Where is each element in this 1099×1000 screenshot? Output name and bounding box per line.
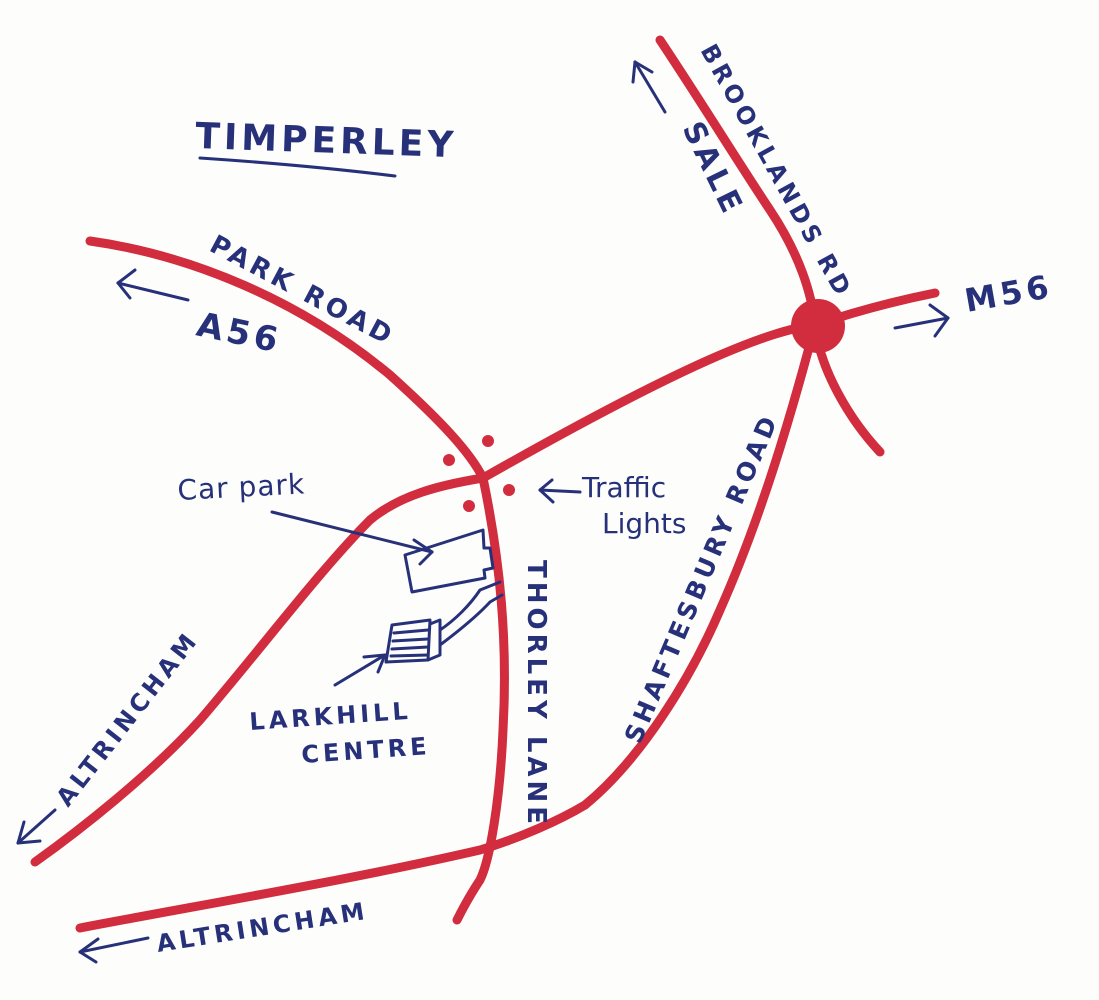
direction-m56: M56 bbox=[962, 267, 1056, 320]
larkhill-arrow-icon bbox=[333, 653, 387, 687]
arrow-a56-icon bbox=[116, 268, 190, 302]
road-thorley-lane bbox=[452, 473, 509, 925]
road-altrincham-bottom bbox=[75, 800, 590, 933]
map-title: TIMPERLEY bbox=[195, 116, 458, 166]
road-to-roundabout bbox=[478, 320, 820, 483]
title-underline bbox=[198, 156, 397, 178]
road-shaftesbury bbox=[580, 320, 820, 810]
road-altrincham-diagonal bbox=[30, 473, 488, 867]
traffic-lights-label-line1: Traffic bbox=[581, 471, 666, 504]
road-brooklands bbox=[655, 35, 820, 330]
arrow-m56-icon bbox=[893, 303, 950, 338]
traffic-lights-label-line2: Lights bbox=[602, 507, 686, 540]
arrow-sale-icon bbox=[631, 60, 667, 114]
access-path bbox=[438, 580, 504, 647]
roundabout-icon bbox=[791, 299, 845, 353]
road-label-shaftesbury-road: SHAFTESBURY ROAD bbox=[619, 409, 785, 748]
building-icon bbox=[384, 618, 442, 664]
arrow-altrincham-s-icon bbox=[78, 936, 150, 964]
roads bbox=[30, 35, 940, 933]
car-park-label: Car park bbox=[177, 467, 306, 507]
road-label-thorley-lane: THORLEY LANE bbox=[521, 560, 551, 828]
traffic-light-icon bbox=[443, 435, 515, 512]
larkhill-label-line1: LARKHILL bbox=[248, 697, 412, 736]
arrow-altrincham-sw-icon bbox=[16, 808, 57, 845]
road-park-road bbox=[85, 236, 488, 483]
traffic-lights-arrow-icon bbox=[538, 478, 582, 504]
direction-a56: A56 bbox=[193, 305, 285, 362]
larkhill-label-line2: CENTRE bbox=[300, 732, 431, 769]
car-park-icon bbox=[403, 528, 495, 594]
car-park-arrow-icon bbox=[270, 510, 434, 566]
